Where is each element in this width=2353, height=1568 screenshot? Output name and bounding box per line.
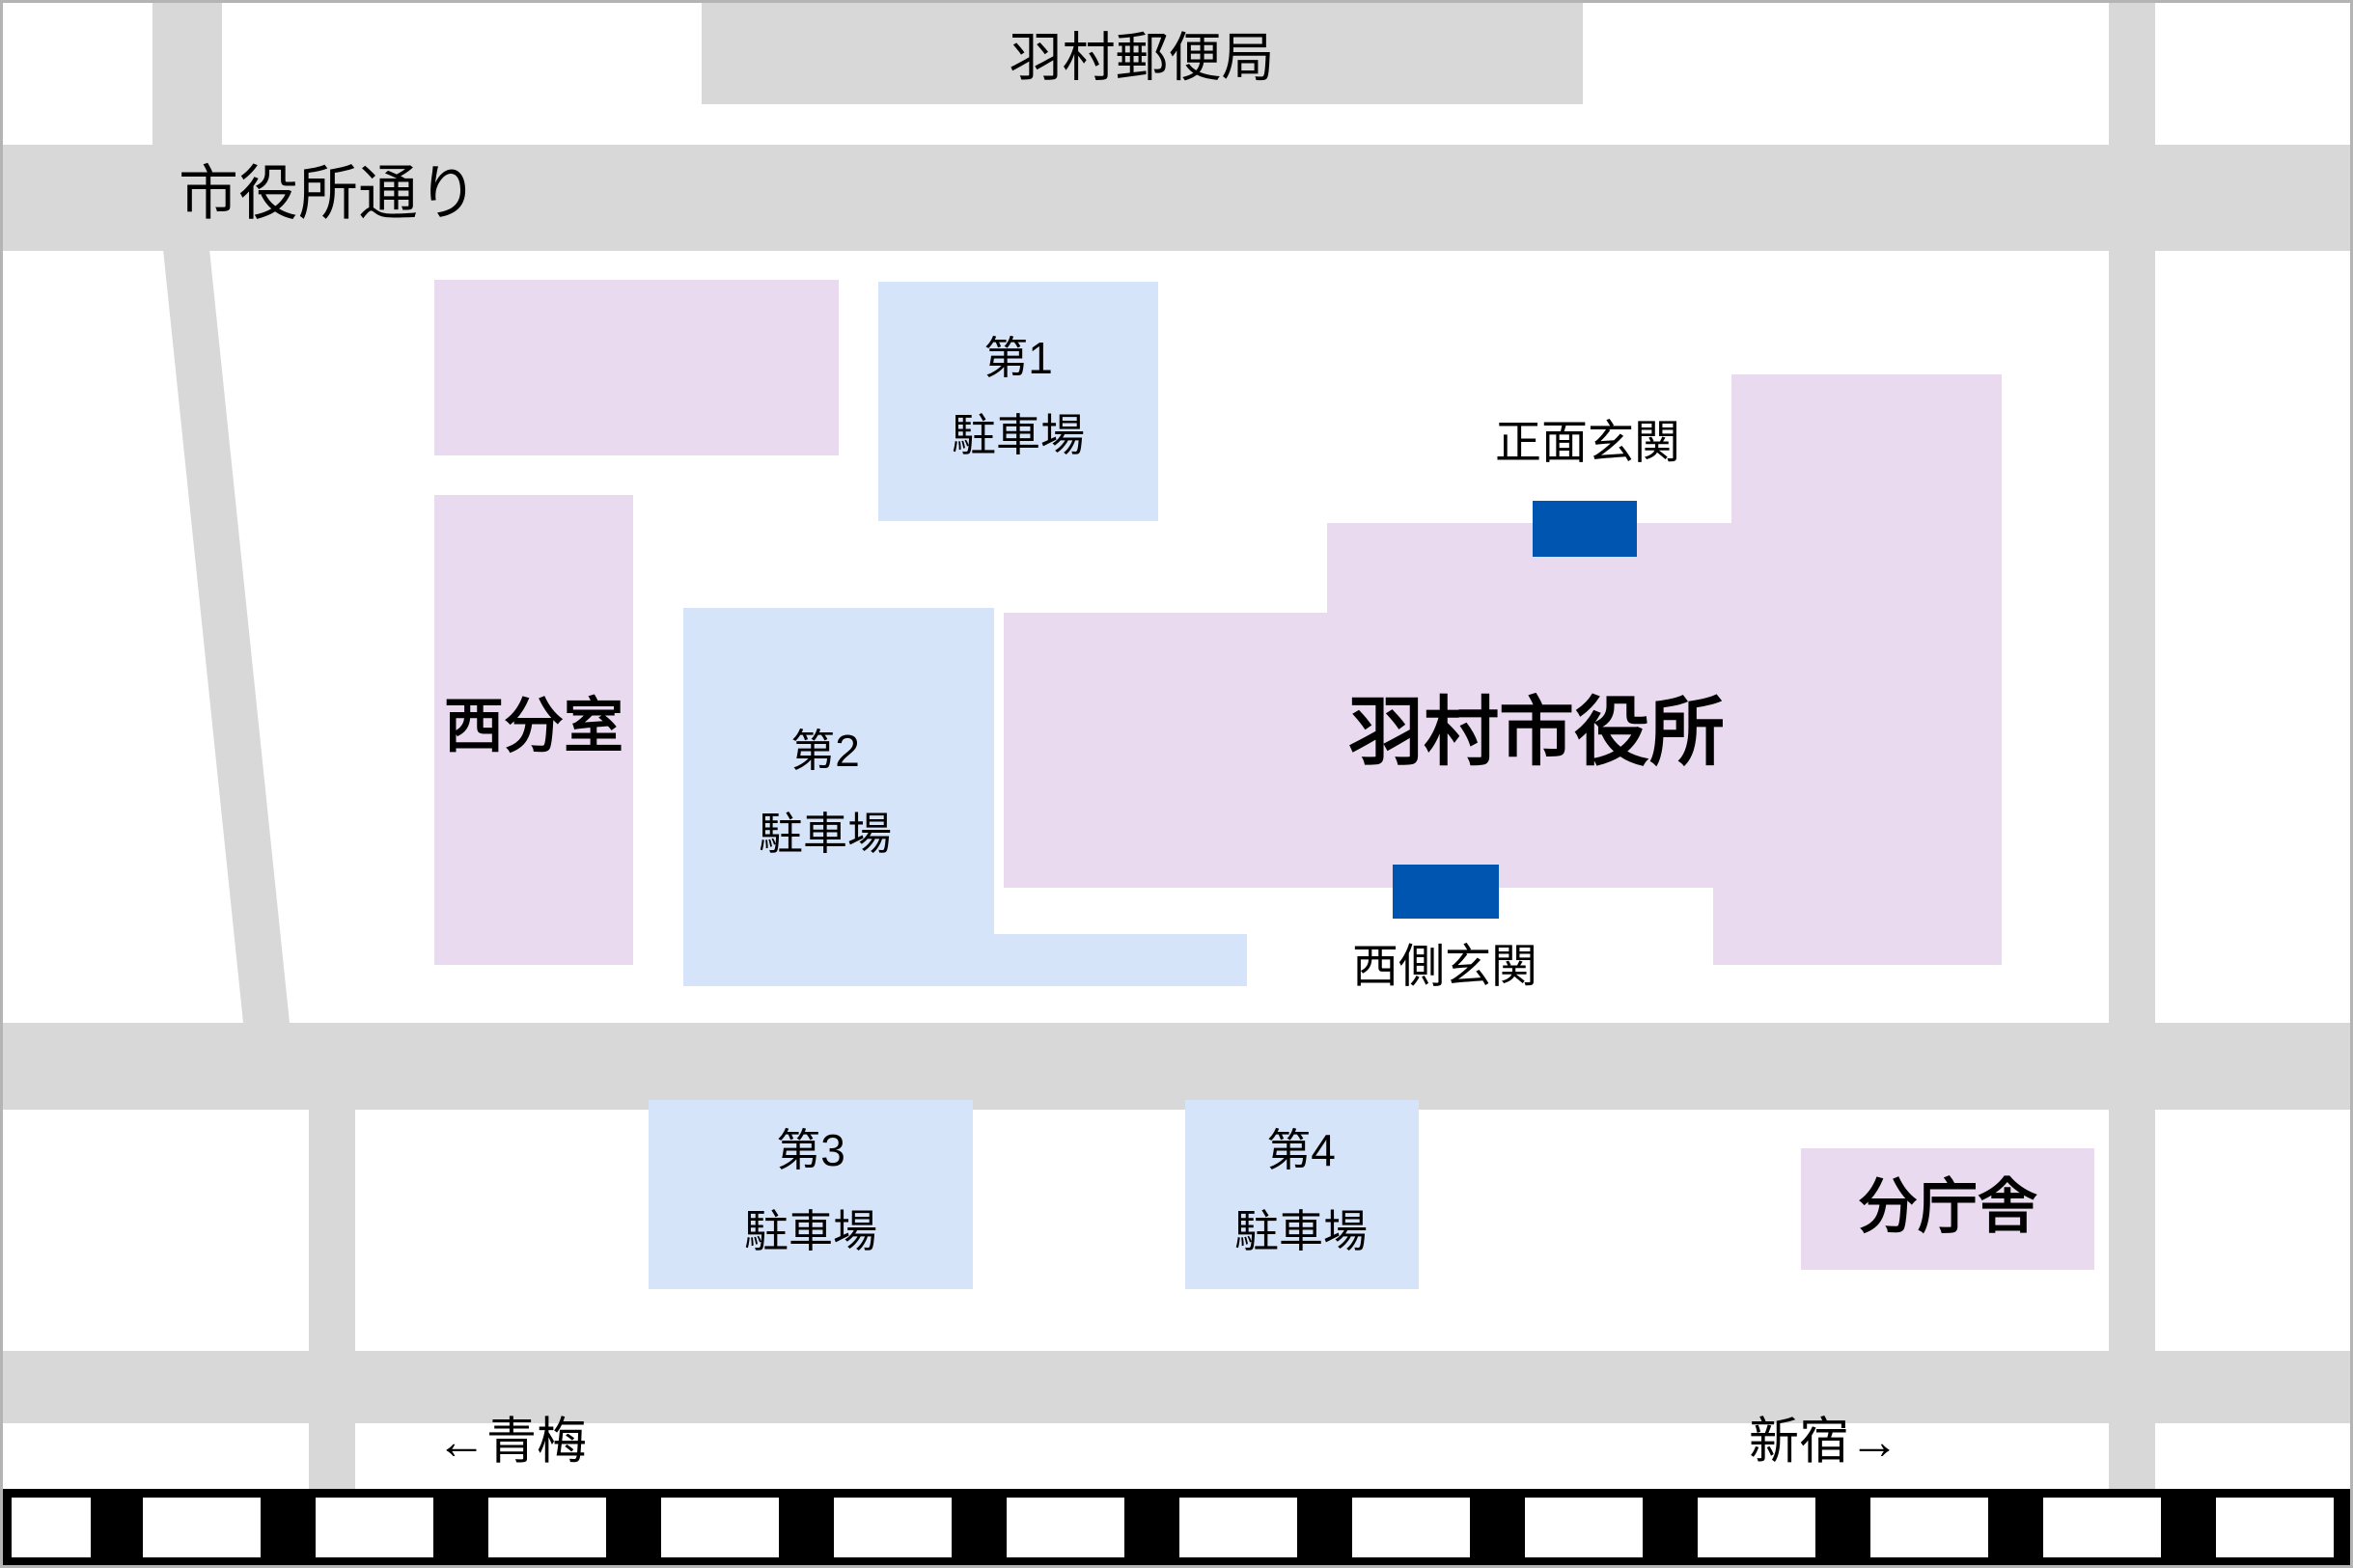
parking-lot-4 [1185, 1100, 1419, 1289]
parking-layer [649, 282, 1419, 1289]
label-shiyakusho-dori: 市役所通り [179, 160, 478, 227]
label-west-entrance: 西側玄関 [1352, 942, 1537, 993]
label-parking-lot-2: 第2 駐車場 [759, 726, 892, 859]
parking-3-line2: 駐車場 [744, 1206, 877, 1256]
post-office-block [702, 0, 1583, 104]
building-nishi-bunshitsu [434, 495, 633, 965]
road-horizontal-lower [0, 1351, 2353, 1423]
railway-tie [1525, 1498, 1643, 1557]
railway-tie [1179, 1498, 1297, 1557]
buildings-layer [434, 280, 2094, 1270]
parking-2-line1: 第2 [790, 726, 860, 776]
road-diagonal-left [152, 147, 290, 1023]
railway-tie [488, 1498, 606, 1557]
label-parking-lot-1: 第1 駐車場 [952, 333, 1085, 460]
road-horizontal-middle [0, 1023, 2353, 1110]
parking-1-line1: 第1 [983, 333, 1053, 383]
building-north-annex [434, 280, 839, 455]
railway-jr-line [0, 1489, 2353, 1568]
entrance-markers [1393, 501, 1637, 919]
railway-tie [1352, 1498, 1470, 1557]
road-vertical-right [2109, 0, 2155, 1568]
label-main-entrance: 正面玄関 [1495, 418, 1680, 469]
building-hamura-city-hall [1004, 374, 2002, 965]
parking-lot-1 [878, 282, 1158, 521]
label-hamura-city-hall: 羽村市役所 [1348, 690, 1725, 775]
label-direction-ome: ←青梅 [436, 1415, 587, 1471]
label-parking-lot-3: 第3 駐車場 [744, 1125, 877, 1256]
parking-1-line2: 駐車場 [952, 410, 1085, 460]
parking-4-line1: 第4 [1266, 1125, 1336, 1175]
parking-4-line2: 駐車場 [1234, 1206, 1368, 1256]
railway-tie [834, 1498, 952, 1557]
railway-tie [143, 1498, 261, 1557]
road-vertical-mid-lower [1494, 1351, 1540, 1423]
railway-tie [1870, 1498, 1988, 1557]
label-hamura-post-office: 羽村郵便局 [1009, 28, 1274, 88]
parking-lot-3 [649, 1100, 973, 1289]
railway-tie [12, 1498, 91, 1557]
parking-2-line2: 駐車場 [759, 809, 892, 859]
railway-ties [12, 1498, 2334, 1557]
railway-tie [2216, 1498, 2334, 1557]
west-entrance-marker [1393, 865, 1499, 919]
railway-tie [1698, 1498, 1815, 1557]
label-nishi-bunshitsu: 西分室 [444, 693, 623, 759]
railway-tie [661, 1498, 779, 1557]
poi-hamura-post-office: 羽村郵便局 [702, 0, 1583, 104]
label-bunchosha: 分庁舎 [1858, 1173, 2037, 1240]
parking-lot-2 [683, 608, 1247, 986]
road-vertical-left-lower [309, 1023, 355, 1568]
parking-3-line1: 第3 [776, 1125, 845, 1175]
main-entrance-marker [1533, 501, 1637, 557]
railway-tie [316, 1498, 433, 1557]
label-direction-shinjuku: 新宿→ [1749, 1415, 1899, 1471]
building-bunchosha [1801, 1148, 2094, 1270]
road-vertical-upper-left [169, 0, 222, 145]
label-parking-lot-4: 第4 駐車場 [1234, 1125, 1368, 1256]
railway-tie [1007, 1498, 1124, 1557]
railway-tie [2043, 1498, 2161, 1557]
road-horizontal-shiyakusho-dori [0, 145, 2353, 251]
